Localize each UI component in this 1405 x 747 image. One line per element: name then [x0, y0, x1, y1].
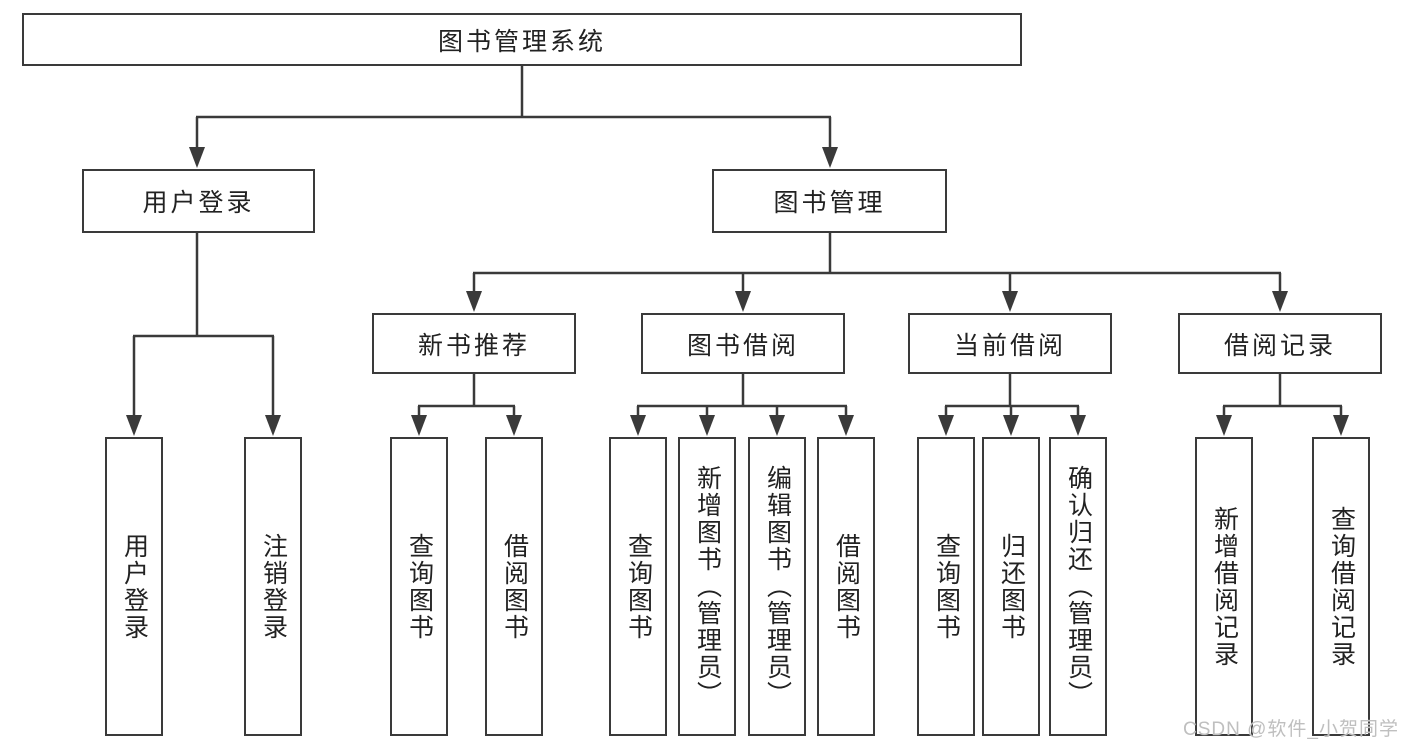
node-current-borrow: 当前借阅 — [908, 313, 1112, 374]
leaf-recommend-query-book: 查询图书 — [390, 437, 448, 736]
node-book-borrow: 图书借阅 — [641, 313, 845, 374]
leaf-borrow-edit-book: 编辑图书（管理员） — [748, 437, 806, 736]
node-root: 图书管理系统 — [22, 13, 1022, 66]
leaf-user-login: 用户登录 — [105, 437, 163, 736]
node-book-management: 图书管理 — [712, 169, 947, 233]
node-user-login: 用户登录 — [82, 169, 315, 233]
csdn-watermark: CSDN @软件_小贺同学 — [1183, 719, 1399, 740]
leaf-borrow-borrow-book: 借阅图书 — [817, 437, 875, 736]
leaf-borrow-add-book: 新增图书（管理员） — [678, 437, 736, 736]
node-borrow-records: 借阅记录 — [1178, 313, 1382, 374]
leaf-logout: 注销登录 — [244, 437, 302, 736]
leaf-current-return-book: 归还图书 — [982, 437, 1040, 736]
leaf-recommend-borrow-book: 借阅图书 — [485, 437, 543, 736]
leaf-records-query-record: 查询借阅记录 — [1312, 437, 1370, 736]
leaf-current-confirm-return: 确认归还（管理员） — [1049, 437, 1107, 736]
leaf-borrow-query-book: 查询图书 — [609, 437, 667, 736]
leaf-records-add-record: 新增借阅记录 — [1195, 437, 1253, 736]
node-new-book-recommend: 新书推荐 — [372, 313, 576, 374]
leaf-current-query-book: 查询图书 — [917, 437, 975, 736]
